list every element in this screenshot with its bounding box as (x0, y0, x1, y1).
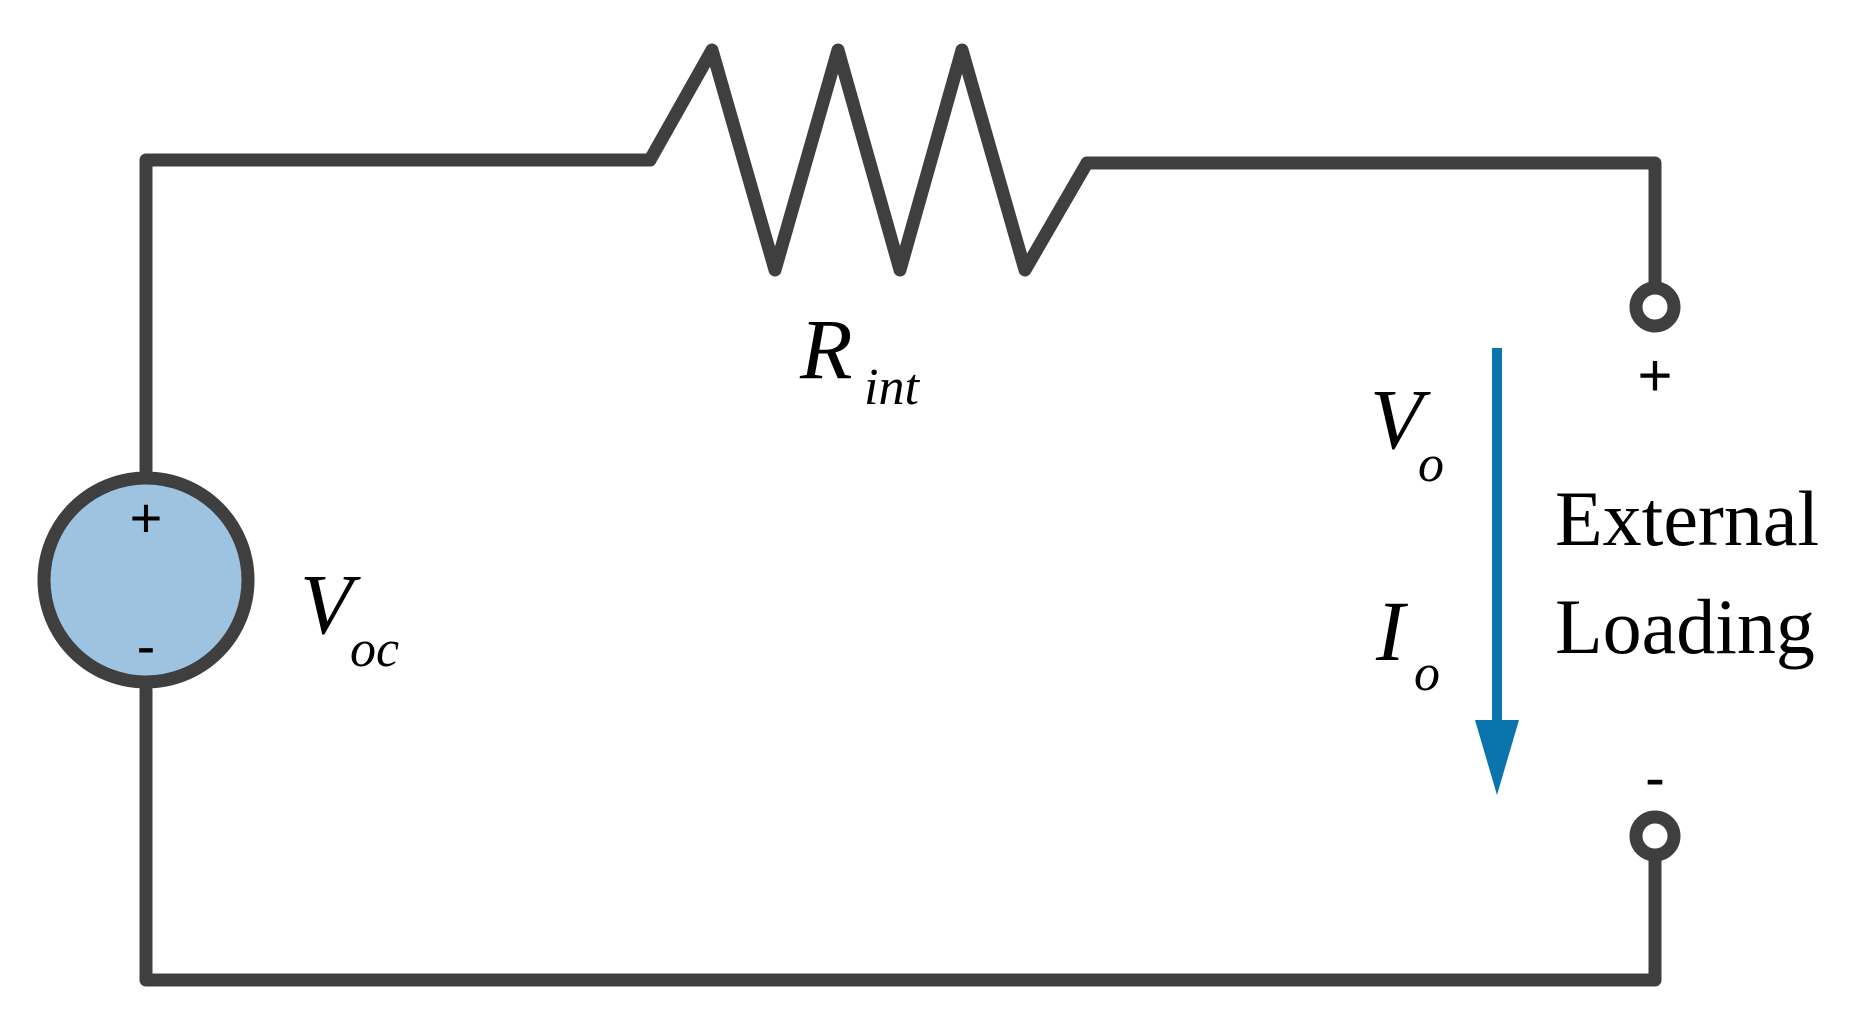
resistor-label-main: R (799, 301, 853, 397)
output-terminal-negative (1629, 810, 1681, 862)
output-voltage-subscript: o (1418, 436, 1444, 493)
voltage-source (37, 471, 255, 689)
source-minus-sign: - (137, 614, 156, 677)
resistor-zigzag (643, 43, 1094, 277)
top-right-wire (1080, 156, 1662, 290)
output-current-subscript: o (1414, 645, 1440, 702)
source-label-main: V (300, 556, 361, 652)
bottom-wire (139, 683, 1662, 987)
external-loading-line1: External (1555, 475, 1819, 562)
output-terminal-positive (1629, 281, 1681, 333)
output-voltage-label: V o (1370, 371, 1444, 493)
output-current-label: I o (1375, 583, 1440, 702)
output-current-main: I (1375, 583, 1408, 679)
external-loading-line2: Loading (1555, 583, 1815, 670)
output-minus-sign: - (1645, 744, 1665, 811)
top-left-wire (139, 153, 657, 477)
output-arrow-head (1475, 720, 1519, 795)
resistor-label-subscript: int (864, 359, 920, 416)
source-plus-sign: + (130, 486, 163, 549)
output-voltage-main: V (1370, 371, 1431, 467)
source-label: V oc (300, 556, 399, 678)
output-plus-sign: + (1637, 342, 1672, 409)
source-label-subscript: oc (350, 621, 399, 678)
external-loading-label: External Loading (1555, 475, 1819, 670)
resistor-label: R int (799, 301, 920, 416)
